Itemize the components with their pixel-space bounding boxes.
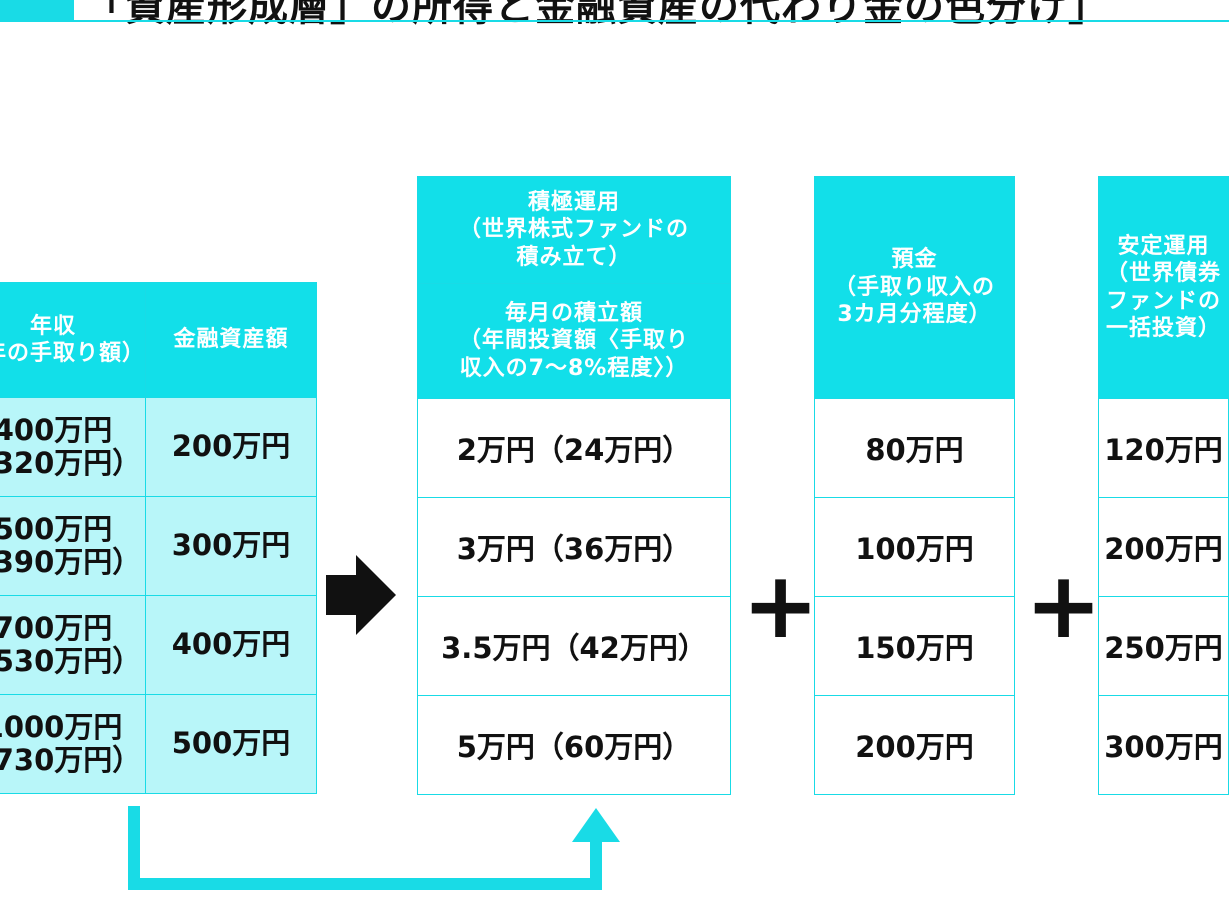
monthly-amount-cell: 3.5万円（42万円） [417, 596, 731, 696]
table-row: 3.5万円（42万円） [417, 596, 731, 696]
stable-investment-table: 安定運用（世界債券ファンドの一括投資） 120万円 200万円 250万円 30… [1098, 176, 1229, 795]
header-line: （手取り収入の [833, 274, 995, 300]
stable-cell: 250万円 [1098, 596, 1229, 696]
income-cell: 1000万円 （730万円） [0, 694, 147, 794]
assets-cell: 300万円 [145, 496, 318, 596]
table-row: 200万円 [1098, 497, 1229, 597]
table-row: 400万円 （320万円） 200万円 [0, 397, 318, 497]
table-row: 100万円 [814, 497, 1015, 597]
table-row: 3万円（36万円） [417, 497, 731, 597]
table-row: 200万円 [814, 695, 1015, 795]
table-row: 5万円（60万円） [417, 695, 731, 795]
assets-cell: 200万円 [145, 397, 318, 497]
stable-cell: 300万円 [1098, 695, 1229, 795]
connector-arrow-icon [128, 806, 620, 890]
table-row: 300万円 [1098, 695, 1229, 795]
page-title: 「資産形成層」の所得と金融資産の代わり金の色分け」 [84, 0, 1109, 30]
income-header: 年収（年の手取り額） [0, 282, 147, 398]
active-investment-table: 積極運用（世界株式ファンドの積み立て） 毎月の積立額（年間投資額〈手取り収入の7… [417, 176, 731, 795]
title-bar [0, 0, 1229, 22]
table-row: 700万円 （530万円） 400万円 [0, 595, 318, 695]
title-accent-block [0, 0, 74, 22]
header-line: 積み立て） [516, 244, 632, 270]
monthly-contribution-header: 毎月の積立額（年間投資額〈手取り収入の7〜8%程度〉） [417, 283, 731, 399]
header-line: 積極運用 [527, 189, 620, 215]
assets-header: 金融資産額 [145, 282, 318, 398]
header-line: （世界株式ファンドの [458, 217, 689, 243]
header-line: 収入の7〜8%程度〉） [459, 355, 689, 381]
table-row: 2万円（24万円） [417, 398, 731, 498]
assets-cell: 400万円 [145, 595, 318, 695]
active-investment-header: 積極運用（世界株式ファンドの積み立て） [417, 176, 731, 284]
header-line: 毎月の積立額 [504, 300, 643, 326]
stable-investment-clip: 安定運用（世界債券ファンドの一括投資） 120万円 200万円 250万円 30… [1098, 176, 1229, 798]
table-row: 500万円 （390万円） 300万円 [0, 496, 318, 596]
header-line: ファンドの [1105, 288, 1221, 314]
stable-cell: 200万円 [1098, 497, 1229, 597]
header-line: （年間投資額〈手取り [458, 328, 689, 354]
assets-cell: 500万円 [145, 694, 318, 794]
stable-cell: 120万円 [1098, 398, 1229, 498]
plus-sign: + [1025, 552, 1103, 659]
header-line: 預金 [891, 247, 938, 273]
income-cell: 500万円 （390万円） [0, 496, 147, 596]
deposit-cell: 200万円 [814, 695, 1015, 795]
deposit-cell: 100万円 [814, 497, 1015, 597]
header-line: 一括投資） [1105, 316, 1221, 341]
header-line: 年収 [30, 313, 77, 339]
table-row: 80万円 [814, 398, 1015, 498]
income-cell: 400万円 （320万円） [0, 397, 147, 497]
monthly-amount-cell: 2万円（24万円） [417, 398, 731, 498]
table-row: 1000万円 （730万円） 500万円 [0, 694, 318, 794]
table-row: 120万円 [1098, 398, 1229, 498]
table-row: 250万円 [1098, 596, 1229, 696]
stable-investment-header: 安定運用（世界債券ファンドの一括投資） [1098, 176, 1229, 399]
monthly-amount-cell: 5万円（60万円） [417, 695, 731, 795]
table-row: 150万円 [814, 596, 1015, 696]
header-line: 3カ月分程度） [837, 302, 992, 328]
deposit-cell: 80万円 [814, 398, 1015, 498]
income-cell: 700万円 （530万円） [0, 595, 147, 695]
income-assets-table: 年収（年の手取り額） 金融資産額 400万円 （320万円） 200万円 500… [0, 282, 318, 794]
right-arrow-icon [326, 555, 396, 635]
deposit-cell: 150万円 [814, 596, 1015, 696]
header-line: （年の手取り額） [0, 341, 146, 366]
header-line: 安定運用 [1117, 233, 1210, 259]
header-line: （世界債券 [1105, 261, 1221, 286]
plus-sign: + [742, 552, 820, 659]
title-underline [74, 20, 1229, 22]
monthly-amount-cell: 3万円（36万円） [417, 497, 731, 597]
